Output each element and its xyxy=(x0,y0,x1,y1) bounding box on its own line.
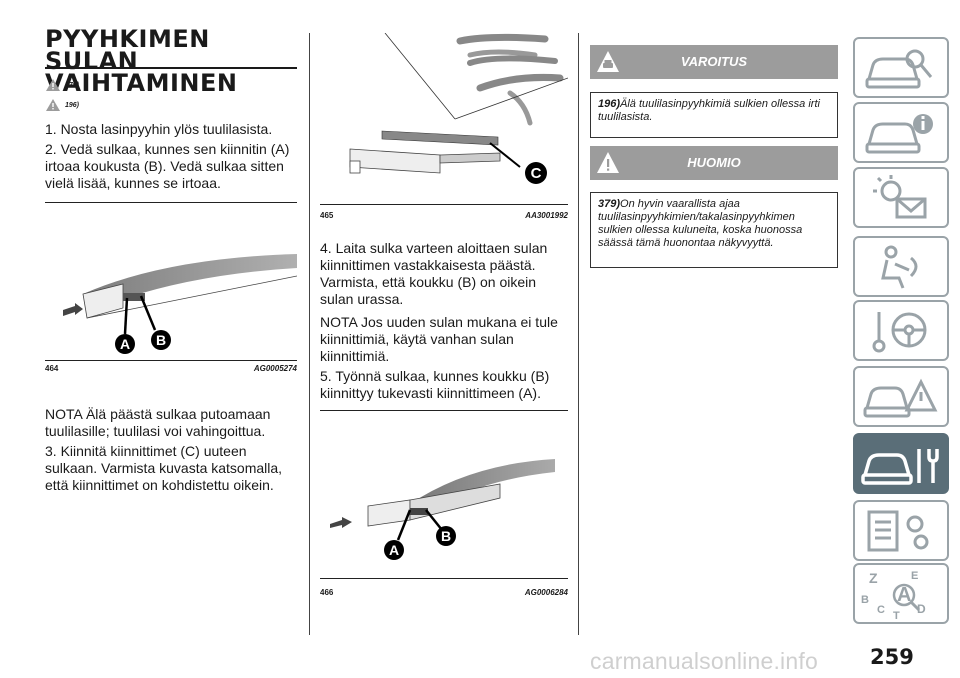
caution-text: On hyvin vaarallista ajaa tuulilasinpyyh… xyxy=(598,198,803,249)
callout-b xyxy=(436,526,456,546)
figure-code: AG0005274 xyxy=(253,364,297,373)
figure-464-illustration: A B xyxy=(63,254,297,354)
tab-alphabet-index[interactable]: Z E A B C T D xyxy=(853,563,949,624)
alphabet-index-icon: Z E A B C T D xyxy=(861,570,926,622)
callout-c xyxy=(525,162,547,184)
column-divider xyxy=(309,33,310,635)
step-2-text: 2. Vedä sulkaa, kunnes sen kiinnitin (A)… xyxy=(45,141,290,191)
watermark: carmanualsonline.info xyxy=(590,648,818,674)
figure-top-rule xyxy=(45,202,297,203)
car-tools-icon xyxy=(861,449,939,485)
exclamation-triangle-icon xyxy=(597,152,619,173)
figure-code: AG0006284 xyxy=(524,588,568,597)
note-text: NOTA Jos uuden sulan mukana ei tule kiin… xyxy=(320,314,558,364)
step-4-text: 4. Laita sulka varteen aloittaen sulan k… xyxy=(320,240,548,307)
warning-reference-label: 196) xyxy=(65,101,80,109)
airbag-seat-icon xyxy=(881,245,918,289)
index-letter: E xyxy=(911,570,918,582)
warning-road-icon xyxy=(863,378,938,418)
callout-a xyxy=(384,540,404,560)
warning-box: 196)Älä tuulilasinpyyhkimiä sulkien olle… xyxy=(590,92,838,138)
callout-b xyxy=(151,330,171,350)
caution-box: 379)On hyvin vaarallista ajaa tuulilasin… xyxy=(590,192,838,268)
car-info-icon xyxy=(865,114,933,154)
specs-gear-icon xyxy=(867,510,929,552)
callout-a-label: A xyxy=(389,542,399,558)
warning-reference-label: 379) xyxy=(65,81,80,89)
callout-b-label: B xyxy=(441,528,451,544)
caution-banner: HUOMIO xyxy=(590,146,838,180)
figure-bottom-rule xyxy=(45,360,297,361)
index-letter: T xyxy=(893,610,900,622)
step-5-text: 5. Työnnä sulkaa, kunnes koukku (B) kiin… xyxy=(320,368,550,401)
column-divider xyxy=(578,33,579,635)
section-title: PYYHKIMEN SULAN VAIHTAMINEN xyxy=(45,25,238,97)
figure-bottom-rule xyxy=(320,204,568,205)
tab-steering-key[interactable] xyxy=(853,300,949,361)
tab-car-tools[interactable] xyxy=(853,433,949,494)
figure-code: AA3001992 xyxy=(525,211,568,220)
figure-466-illustration: A B xyxy=(330,459,555,560)
car-warning-icon xyxy=(597,51,619,72)
caution-title: HUOMIO xyxy=(687,155,741,170)
warning-triangle-icon xyxy=(46,99,60,111)
title-underline xyxy=(45,67,297,69)
warning-text: Älä tuulilasinpyyhkimiä sulkien ollessa … xyxy=(598,98,820,123)
figure-number: 466 xyxy=(320,588,334,597)
callout-a xyxy=(115,334,135,354)
figure-bottom-rule xyxy=(320,578,568,579)
warning-ref: 196) xyxy=(598,98,621,110)
warning-reference-2[interactable]: 196) xyxy=(45,98,79,112)
callout-a-label: A xyxy=(120,336,130,352)
tab-airbag-seat[interactable] xyxy=(853,236,949,297)
warning-title: VAROITUS xyxy=(680,54,748,69)
tab-lights-message[interactable] xyxy=(853,167,949,228)
note-text: NOTA Älä päästä sulkaa putoamaan tuulila… xyxy=(45,406,271,439)
warning-triangle-icon xyxy=(46,79,60,91)
index-letter: Z xyxy=(869,570,878,586)
tab-warning-road[interactable] xyxy=(853,366,949,427)
caution-ref: 379) xyxy=(598,198,621,210)
tab-car-info[interactable] xyxy=(853,102,949,163)
figure-465-illustration: C xyxy=(349,33,568,184)
figure-top-rule xyxy=(320,410,568,411)
car-search-icon xyxy=(865,49,933,89)
callout-b-label: B xyxy=(156,332,166,348)
tab-car-search[interactable] xyxy=(853,37,949,98)
page-number: 259 xyxy=(870,645,914,669)
warning-reference-1[interactable]: 379) xyxy=(45,78,79,92)
tab-specs-gear[interactable] xyxy=(853,500,949,561)
steering-key-icon xyxy=(872,312,927,353)
callout-c-label: C xyxy=(531,165,542,182)
index-letter: D xyxy=(917,602,926,616)
step-3-text: 3. Kiinnitä kiinnittimet (C) uuteen sulk… xyxy=(45,443,283,493)
figure-number: 465 xyxy=(320,211,334,220)
index-letter: A xyxy=(897,584,911,606)
lights-message-icon xyxy=(873,175,927,219)
step-1-text: 1. Nosta lasinpyyhin ylös tuulilasista. xyxy=(45,121,273,137)
warning-banner: VAROITUS xyxy=(590,45,838,79)
index-letter: C xyxy=(877,604,885,616)
figure-number: 464 xyxy=(45,364,59,373)
index-letter: B xyxy=(861,594,869,606)
